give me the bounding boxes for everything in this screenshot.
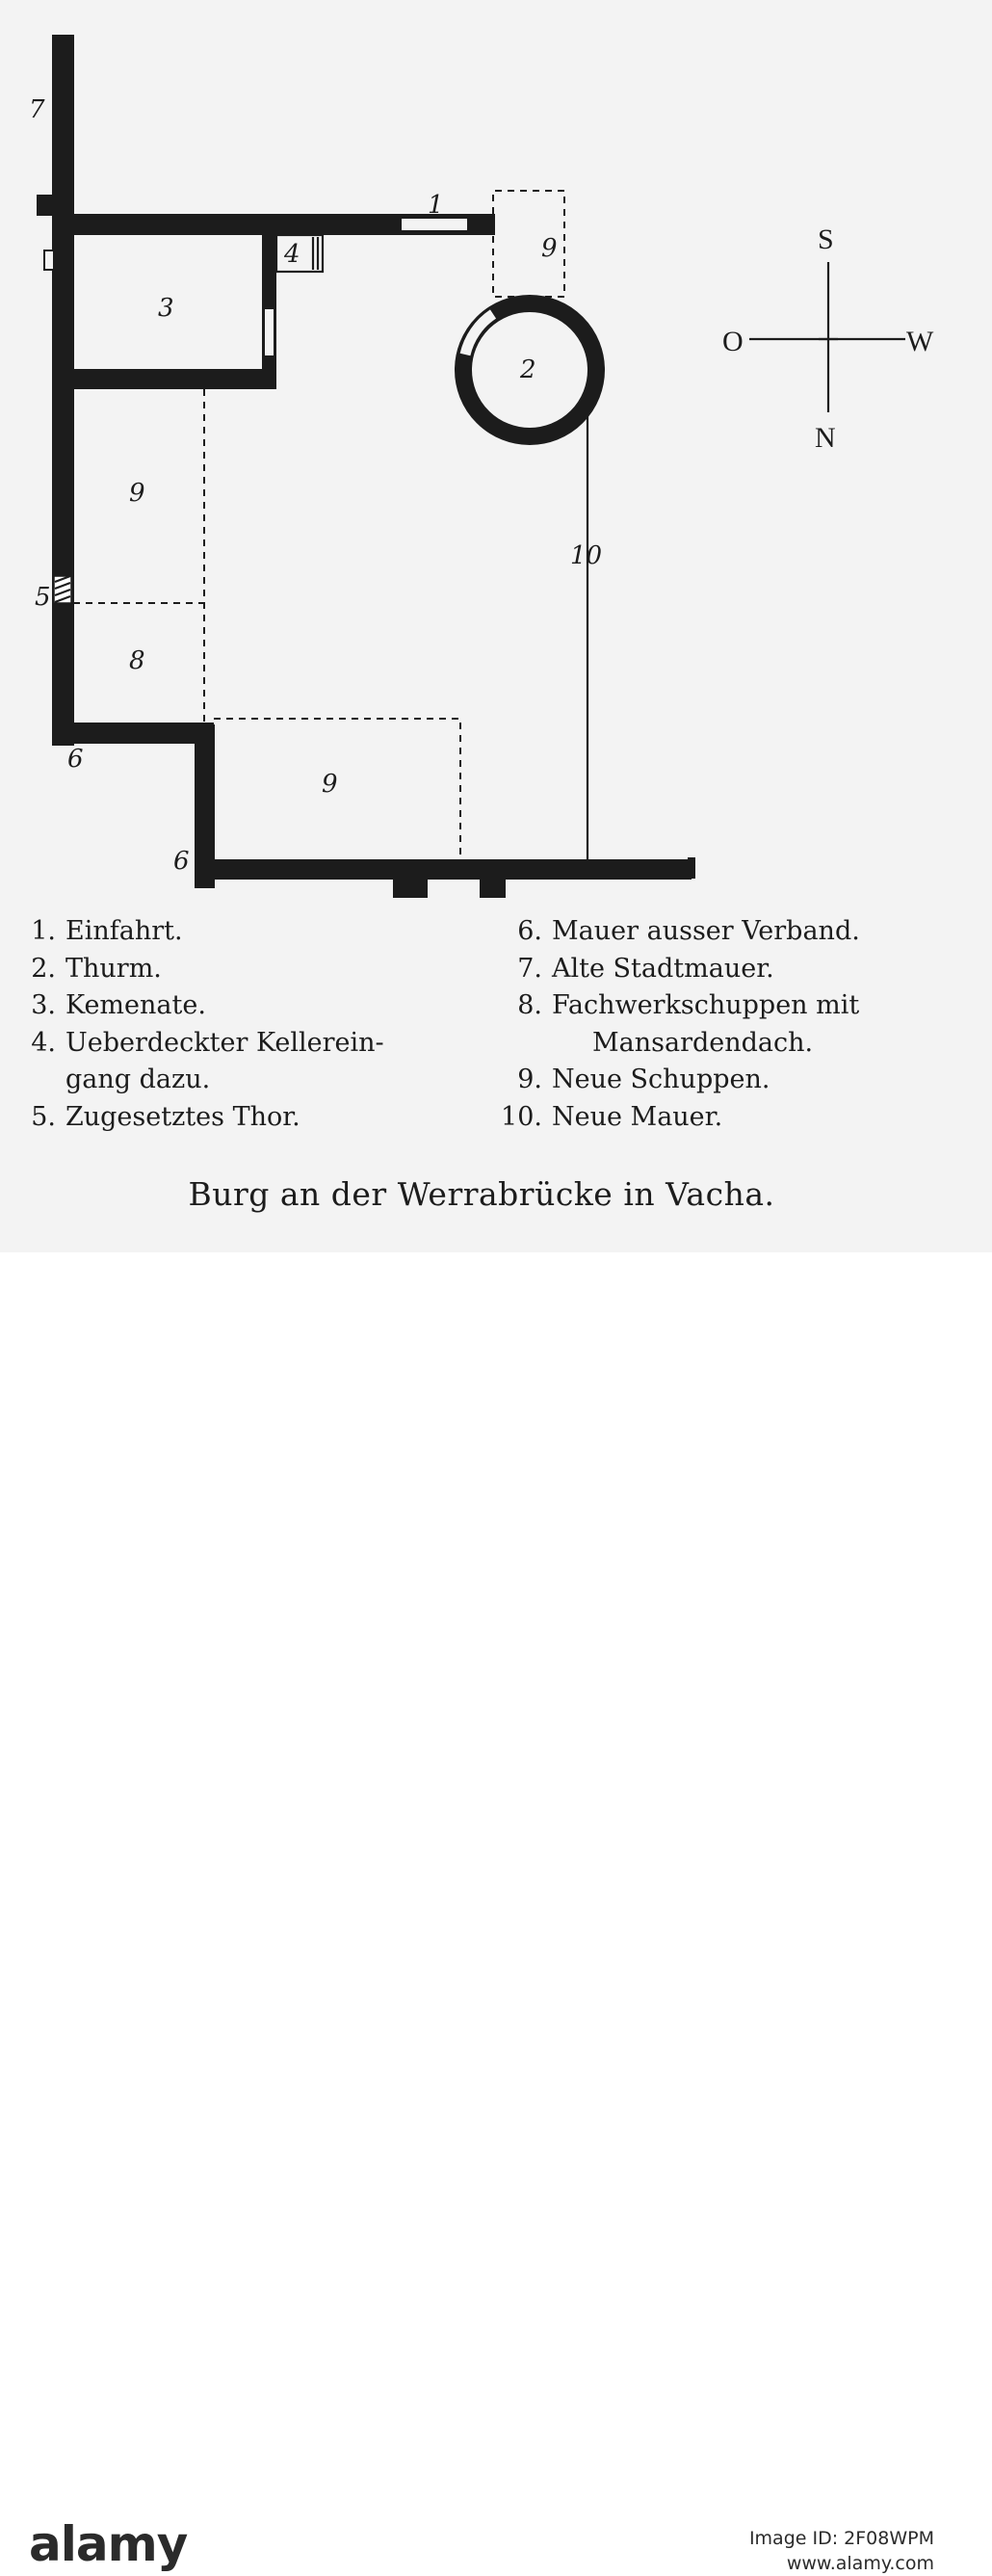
castle-floor-plan: 1 2 3 4 5 6 6 7 8 9 9 9 10 S W N O — [29, 35, 934, 898]
image-id: Image ID: 2F08WPM — [748, 2528, 934, 2549]
brand-logo: alamy — [29, 2516, 188, 2572]
label-6-upper: 6 — [67, 745, 84, 774]
legend-item: 10.Neue Mauer. — [501, 1101, 723, 1132]
label-6-lower: 6 — [173, 847, 190, 876]
legend-item: 5.Zugesetztes Thor. — [31, 1101, 300, 1132]
label-2: 2 — [519, 355, 536, 384]
legend-right-column: 6.Mauer ausser Verband. 7.Alte Stadtmaue… — [486, 913, 860, 1136]
legend-item: 9.Neue Schuppen. — [517, 1065, 770, 1094]
kemenate-south-wall — [67, 369, 276, 389]
label-9-lower: 9 — [322, 770, 338, 799]
legend-item-continuation: Mansardendach. — [592, 1027, 814, 1058]
figure-caption: Burg an der Werrabrücke in Vacha. — [188, 1175, 775, 1213]
wall-stub — [37, 195, 56, 216]
buttress-1 — [393, 875, 428, 898]
cellar-entrance-outline — [274, 233, 325, 274]
old-town-wall — [52, 35, 74, 746]
inner-wall — [195, 724, 215, 888]
stock-footer: alamy Image ID: 2F08WPM www.alamy.com — [0, 1252, 992, 2574]
buttress-2 — [480, 875, 506, 898]
wall-end — [688, 857, 695, 879]
label-3: 3 — [158, 294, 174, 323]
legend-left-column: 1.Einfahrt. 2.Thurm. 3.Kemenate. 4.Ueber… — [0, 913, 384, 1136]
north-wall — [52, 214, 495, 235]
south-wall-west — [52, 723, 214, 744]
shed-lower-outline — [214, 718, 461, 859]
legend-item-continuation: gang dazu. — [65, 1065, 211, 1094]
shed-upper-outline — [492, 190, 565, 298]
label-1: 1 — [428, 191, 444, 220]
label-9-middle: 9 — [129, 479, 145, 508]
legend-item: 2.Thurm. — [31, 953, 162, 984]
legend-item: 3.Kemenate. — [31, 990, 206, 1020]
south-wall — [195, 859, 692, 880]
label-10: 10 — [570, 541, 602, 570]
small-opening — [43, 250, 55, 271]
label-7: 7 — [29, 95, 45, 124]
legend-item: 1.Einfahrt. — [31, 916, 183, 946]
compass-east: O — [722, 326, 744, 357]
label-5: 5 — [35, 583, 51, 612]
legend-item: 4.Ueberdeckter Kellerein- — [31, 1027, 384, 1058]
label-8: 8 — [129, 646, 145, 675]
compass-west: W — [906, 326, 934, 357]
compass-south: S — [818, 223, 834, 255]
legend-item: 6.Mauer ausser Verband. — [517, 916, 860, 946]
site-url: www.alamy.com — [786, 2553, 934, 2574]
tower-ring — [455, 295, 605, 445]
label-4: 4 — [283, 240, 300, 269]
compass-north: N — [815, 422, 836, 454]
legend-item: 8.Fachwerkschuppen mit — [517, 990, 860, 1020]
kemenate-window — [263, 307, 275, 357]
image-id-block: Image ID: 2F08WPM www.alamy.com — [749, 2526, 934, 2576]
label-9-upper: 9 — [541, 234, 558, 263]
plan-plate: 1 2 3 4 5 6 6 7 8 9 9 9 10 S W N O 1.Ein… — [0, 0, 992, 1252]
legend-item: 7.Alte Stadtmauer. — [517, 953, 774, 984]
gateway-opening — [400, 217, 469, 232]
